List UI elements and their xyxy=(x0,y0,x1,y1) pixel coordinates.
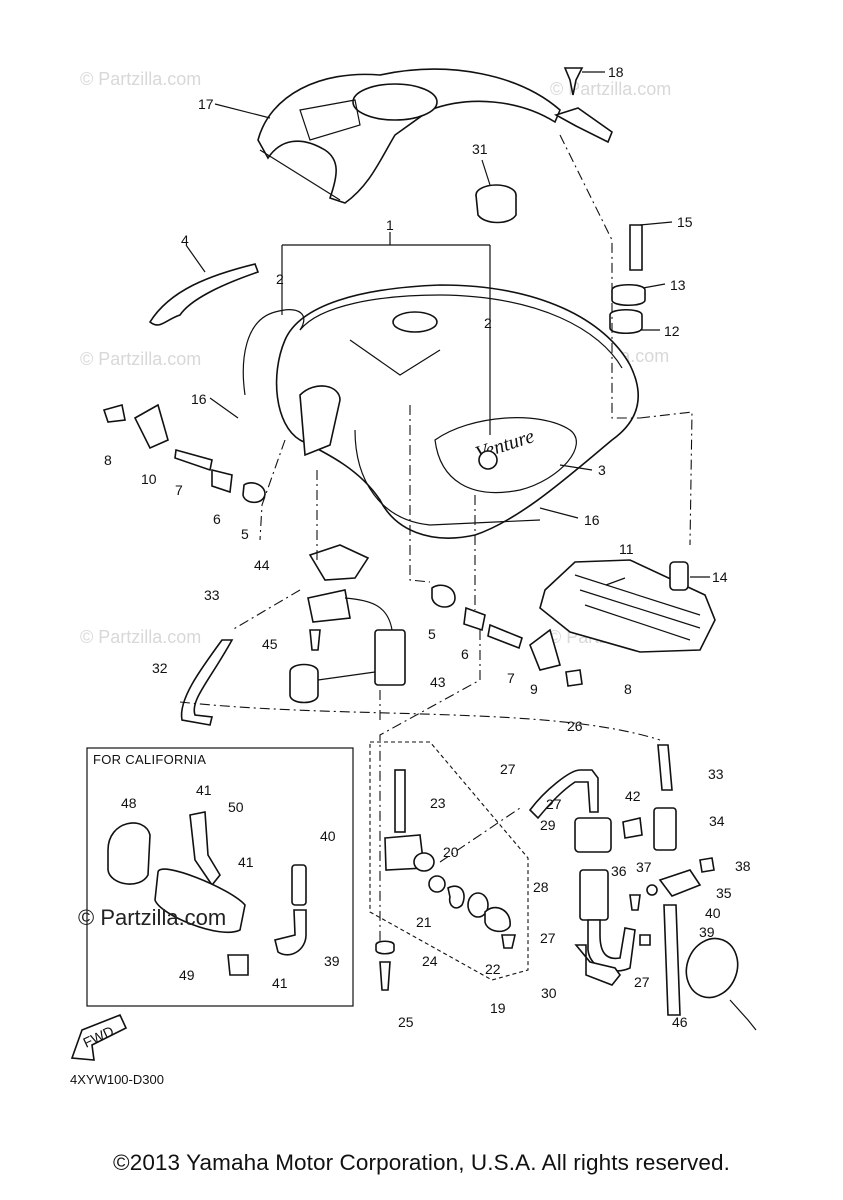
callout: 27 xyxy=(634,974,650,990)
callout: 15 xyxy=(677,214,693,230)
callout: 25 xyxy=(398,1014,414,1030)
callout: 40 xyxy=(705,905,721,921)
california-box xyxy=(86,747,354,1007)
leader-lines xyxy=(179,71,710,945)
callout: 50 xyxy=(228,799,244,815)
watermark-large: © Partzilla.com xyxy=(78,905,227,930)
callout: 39 xyxy=(699,924,715,940)
callout: 27 xyxy=(500,761,516,777)
callout: 41 xyxy=(272,975,288,991)
small-parts xyxy=(102,67,689,687)
callout: 46 xyxy=(672,1014,688,1030)
callout: 41 xyxy=(238,854,254,870)
fwd-arrow-icon: FWD xyxy=(70,1013,128,1061)
callout: 34 xyxy=(709,813,725,829)
callout: 29 xyxy=(540,817,556,833)
copyright-notice: ©2013 Yamaha Motor Corporation, U.S.A. A… xyxy=(113,1150,730,1175)
hose-16 xyxy=(354,429,541,526)
callout: 18 xyxy=(608,64,624,80)
callout: 36 xyxy=(611,863,627,879)
callout: 7 xyxy=(175,482,183,498)
fuel-tank-1: Venture xyxy=(275,284,640,539)
callout: 43 xyxy=(430,674,446,690)
callout: 32 xyxy=(152,660,168,676)
callout: 6 xyxy=(461,646,469,662)
watermark-text: © Partzilla.com xyxy=(80,69,201,89)
hose-32 xyxy=(180,639,234,726)
callout: 9 xyxy=(530,681,538,697)
callout: 1 xyxy=(386,217,394,233)
callout: 28 xyxy=(533,879,549,895)
california-parts xyxy=(107,811,307,976)
callout: 33 xyxy=(708,766,724,782)
callout: 23 xyxy=(430,795,446,811)
callout: 30 xyxy=(541,985,557,1001)
callout: 41 xyxy=(196,782,212,798)
callout: 35 xyxy=(716,885,732,901)
callout-numbers: 1 2 2 3 4 5 5 6 6 7 7 8 8 10 9 11 12 13 … xyxy=(104,64,751,1030)
callout: 33 xyxy=(204,587,220,603)
callout: 20 xyxy=(443,844,459,860)
callout: 5 xyxy=(428,626,436,642)
tank-cover-17 xyxy=(257,68,561,204)
callout: 24 xyxy=(422,953,438,969)
callout: 16 xyxy=(584,512,600,528)
callout: 16 xyxy=(191,391,207,407)
watermark-text: © Partzilla.com xyxy=(80,627,201,647)
callout: 4 xyxy=(181,232,189,248)
callout: 12 xyxy=(664,323,680,339)
callout: 10 xyxy=(141,471,157,487)
diagram-code: 4XYW100-D300 xyxy=(70,1072,164,1087)
callout: 26 xyxy=(567,718,583,734)
callout: 44 xyxy=(254,557,270,573)
callout: 27 xyxy=(540,930,556,946)
callout: 8 xyxy=(104,452,112,468)
callout: 8 xyxy=(624,681,632,697)
california-box-title: FOR CALIFORNIA xyxy=(93,752,207,767)
fuel-pump-43 xyxy=(289,544,406,704)
callout: 27 xyxy=(546,796,562,812)
callout: 48 xyxy=(121,795,137,811)
callout: 38 xyxy=(735,858,751,874)
callout: 7 xyxy=(507,670,515,686)
watermark-text: © Partzilla.com xyxy=(550,79,671,99)
callout: 42 xyxy=(625,788,641,804)
callout: 17 xyxy=(198,96,214,112)
emblem-4 xyxy=(148,263,260,326)
callout: 6 xyxy=(213,511,221,527)
right-parts xyxy=(622,744,757,1031)
callout: 13 xyxy=(670,277,686,293)
callout: 39 xyxy=(324,953,340,969)
callout: 2 xyxy=(276,271,284,287)
callout: 11 xyxy=(619,541,634,557)
callout: 45 xyxy=(262,636,278,652)
watermark-text: © Partzilla.com xyxy=(80,349,201,369)
fuel-cock-19 xyxy=(369,741,529,991)
callout: 40 xyxy=(320,828,336,844)
callout: 37 xyxy=(636,859,652,875)
fuel-filter-28 xyxy=(528,769,636,986)
callout: 21 xyxy=(416,914,432,930)
callout: 19 xyxy=(490,1000,506,1016)
callout: 49 xyxy=(179,967,195,983)
callout: 31 xyxy=(472,141,488,157)
callout: 22 xyxy=(485,961,501,977)
callout: 14 xyxy=(712,569,728,585)
hose-16 xyxy=(242,309,305,396)
callout: 5 xyxy=(241,526,249,542)
callout: 3 xyxy=(598,462,606,478)
callout: 2 xyxy=(484,315,492,331)
fwd-label: FWD xyxy=(81,1023,117,1051)
